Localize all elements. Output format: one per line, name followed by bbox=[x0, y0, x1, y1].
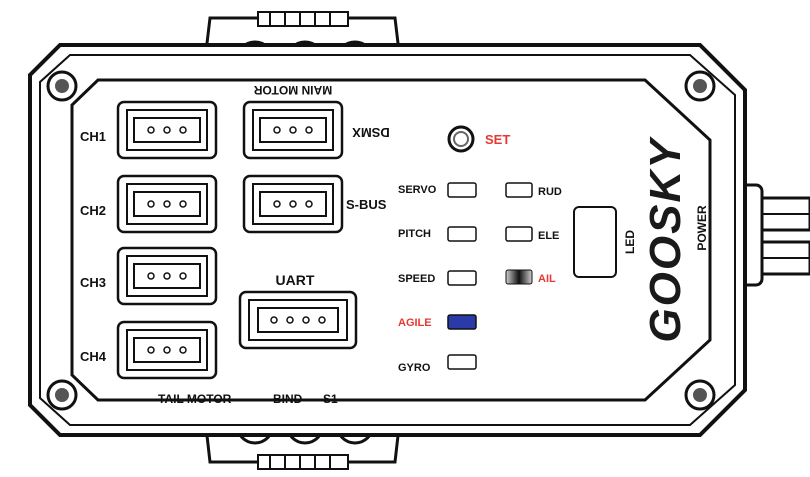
port-sbus[interactable] bbox=[242, 174, 344, 234]
ch2-label: CH2 bbox=[80, 203, 106, 218]
led-window bbox=[573, 206, 617, 278]
servo-label: SERVO bbox=[398, 184, 437, 196]
port-ch4[interactable] bbox=[116, 320, 218, 380]
port-dsmx[interactable] bbox=[242, 100, 344, 160]
ch4-label: CH4 bbox=[80, 349, 107, 364]
pitch-led bbox=[447, 226, 477, 242]
bind-label: BIND bbox=[273, 392, 303, 406]
rud-label: RUD bbox=[538, 186, 562, 198]
port-ch2[interactable] bbox=[116, 174, 218, 234]
ele-led bbox=[505, 226, 533, 242]
gyro-led bbox=[447, 354, 477, 370]
set-button[interactable] bbox=[447, 125, 475, 153]
screw-icon bbox=[46, 379, 78, 411]
tail-motor-label: TAIL MOTOR bbox=[158, 392, 232, 406]
agile-led bbox=[447, 314, 477, 330]
gyro-label: GYRO bbox=[398, 362, 431, 374]
agile-label: AGILE bbox=[398, 317, 432, 329]
speed-label: SPEED bbox=[398, 273, 435, 285]
sbus-label: S-BUS bbox=[346, 197, 387, 212]
pitch-label: PITCH bbox=[398, 228, 431, 240]
s1-label: S1 bbox=[323, 392, 338, 406]
dsmx-label: DSMX bbox=[352, 125, 390, 140]
port-ch3[interactable] bbox=[116, 246, 218, 306]
speed-led bbox=[447, 270, 477, 286]
main-motor-label: MAIN MOTOR bbox=[253, 83, 332, 97]
power-label: POWER bbox=[695, 205, 709, 251]
screw-icon bbox=[684, 379, 716, 411]
ch1-label: CH1 bbox=[80, 129, 106, 144]
brand-logo: GOOSKY bbox=[641, 136, 690, 343]
ele-label: ELE bbox=[538, 230, 559, 242]
housing-inner bbox=[39, 54, 736, 426]
port-ch1[interactable] bbox=[116, 100, 218, 160]
screw-icon bbox=[46, 70, 78, 102]
rud-led bbox=[505, 182, 533, 198]
servo-led bbox=[447, 182, 477, 198]
screw-icon bbox=[684, 70, 716, 102]
ch3-label: CH3 bbox=[80, 275, 106, 290]
top-panel bbox=[70, 78, 712, 402]
ail-led bbox=[505, 269, 533, 285]
uart-label: UART bbox=[276, 272, 315, 288]
set-label: SET bbox=[485, 132, 510, 147]
ail-label: AIL bbox=[538, 273, 556, 285]
port-uart[interactable] bbox=[238, 290, 358, 350]
led-label: LED bbox=[623, 230, 637, 254]
